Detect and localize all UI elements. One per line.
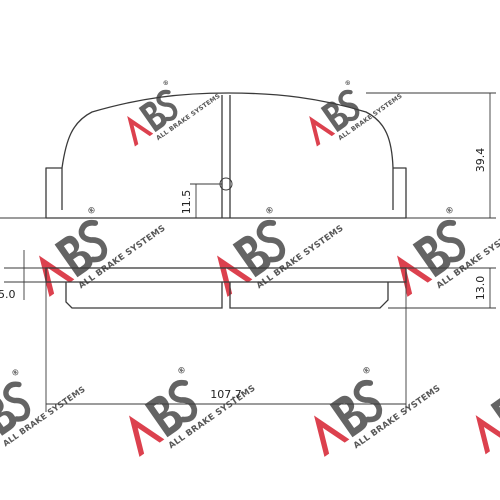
abs-watermark-logo: ®ALL BRAKE SYSTEMS (127, 78, 222, 147)
watermark-b-shape (329, 395, 368, 438)
abs-watermark-logo: ®ALL BRAKE SYSTEMS (0, 366, 87, 448)
dim-label-backplate: 5.0 (0, 288, 16, 301)
watermark-registered-mark: ® (9, 366, 22, 379)
watermark-b-shape (144, 395, 183, 438)
watermark-a-shape (129, 415, 165, 457)
watermark-a-shape (309, 116, 336, 147)
watermark-b-shape (232, 235, 271, 278)
watermark-registered-mark: ® (161, 78, 171, 88)
watermark-s-shape (436, 219, 466, 263)
abs-watermark-logo: ®ALL BRAKE SYSTEMS (129, 365, 258, 457)
abs-watermark-logo: ®ALL BRAKE SYSTEMS (475, 396, 500, 455)
watermark-s-shape (156, 89, 178, 122)
watermark-a-shape (39, 255, 75, 297)
watermark-registered-mark: ® (86, 205, 99, 218)
dim-label-thickness: 13.0 (474, 276, 487, 301)
dim-label-height: 39.4 (474, 148, 487, 173)
watermark-a-shape (217, 255, 253, 297)
dimension-lines (0, 92, 496, 412)
watermark-layer: ®ALL BRAKE SYSTEMS ®ALL BRAKE SYSTEMS ®ALL… (0, 78, 500, 457)
backplate-side (45, 267, 407, 283)
watermark-registered-mark: ® (361, 365, 374, 378)
pad-side-view (45, 267, 407, 309)
pad-outline (45, 92, 407, 219)
dim-label-pin: 11.5 (180, 190, 193, 215)
friction-block-right (229, 282, 389, 309)
watermark-s-shape (256, 219, 286, 263)
watermark-b-shape (54, 235, 93, 278)
watermark-b-shape (0, 396, 17, 436)
watermark-s-shape (338, 89, 360, 122)
watermark-b-shape (320, 101, 349, 133)
watermark-s-shape (168, 379, 198, 423)
friction-block-left (65, 282, 223, 309)
watermark-s-shape (3, 381, 31, 422)
watermark-b-shape (412, 235, 451, 278)
abs-watermark-logo: ®ALL BRAKE SYSTEMS (314, 365, 443, 457)
watermark-b-shape (138, 101, 167, 133)
watermark-s-shape (353, 379, 383, 423)
pad-top-view (45, 92, 407, 219)
watermark-s-shape (78, 219, 108, 263)
watermark-registered-mark: ® (444, 205, 457, 218)
abs-watermark-logo: ®ALL BRAKE SYSTEMS (217, 205, 346, 297)
watermark-a-shape (475, 415, 500, 455)
dim-label-width: 107.7 (210, 388, 242, 401)
watermark-registered-mark: ® (264, 205, 277, 218)
watermark-registered-mark: ® (343, 78, 353, 88)
watermark-registered-mark: ® (176, 365, 189, 378)
abs-watermark-logo: ®ALL BRAKE SYSTEMS (39, 205, 168, 297)
watermark-a-shape (314, 415, 350, 457)
watermark-a-shape (127, 116, 154, 147)
